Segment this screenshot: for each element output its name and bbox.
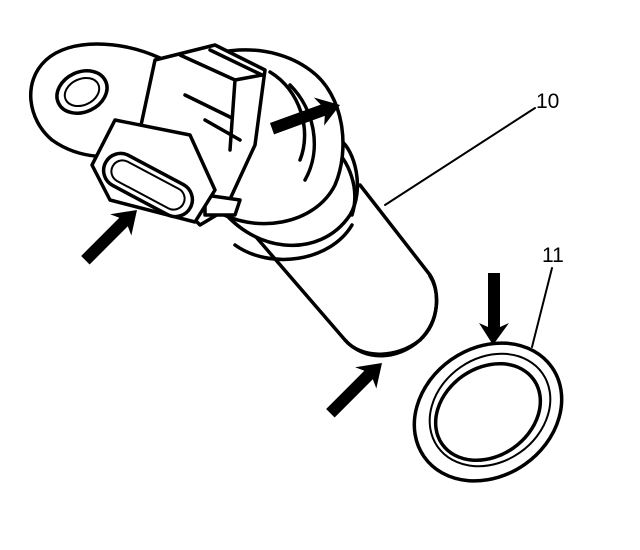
arrow-icon bbox=[81, 210, 137, 265]
connector-opening bbox=[101, 151, 195, 219]
arrow-icon bbox=[479, 273, 509, 345]
callout-10: 10 bbox=[536, 90, 559, 113]
leader-line-11 bbox=[531, 267, 553, 348]
crankshaft-sensor bbox=[28, 42, 439, 358]
arrow-icon bbox=[326, 363, 382, 418]
arrow-icon bbox=[269, 97, 340, 135]
o-ring bbox=[412, 341, 564, 483]
callout-11: 11 bbox=[542, 244, 564, 267]
mounting-hole bbox=[55, 69, 109, 115]
leader-line-10 bbox=[384, 107, 536, 206]
